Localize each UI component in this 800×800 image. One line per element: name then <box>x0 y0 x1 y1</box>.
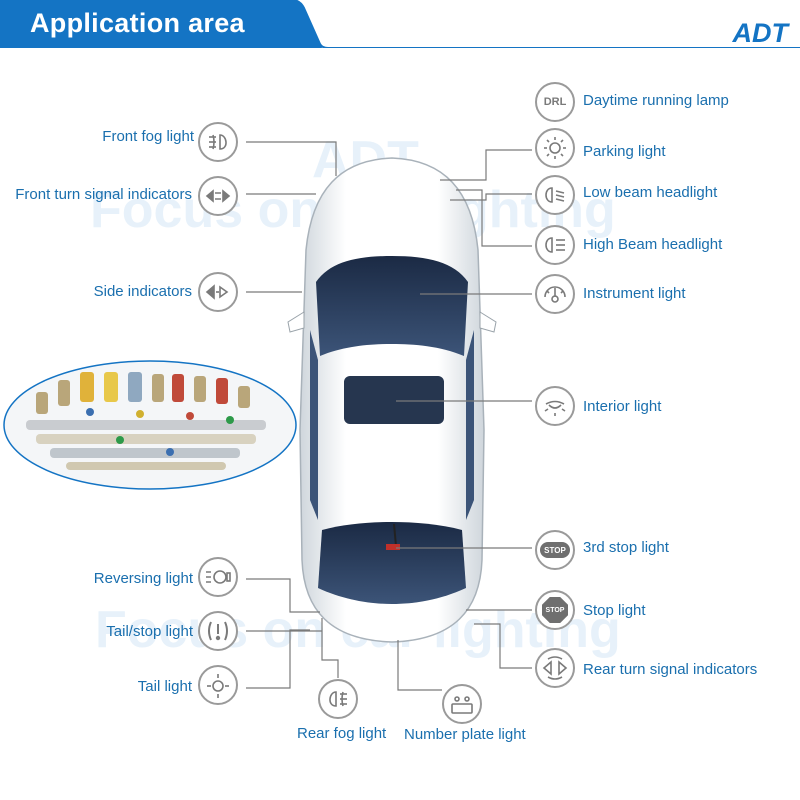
label-instrument-light: Instrument light <box>583 285 686 302</box>
drl-icon-text: DRL <box>543 96 567 108</box>
rear-fog-light-icon <box>318 679 358 719</box>
rear-turn-signal-icon <box>535 648 575 688</box>
label-rear-turn-signal: Rear turn signal indicators <box>583 661 758 678</box>
stop-octagon-text: STOP <box>545 606 565 614</box>
label-stop-light: Stop light <box>583 602 646 619</box>
third-stop-badge: STOP <box>540 542 570 558</box>
label-drl: Daytime running lamp <box>583 92 729 109</box>
front-fog-light-icon <box>198 122 238 162</box>
label-front-fog-light: Front fog light <box>102 128 194 145</box>
header-banner <box>0 0 800 48</box>
tail-light-icon <box>198 665 238 705</box>
tail-stop-light-icon <box>198 611 238 651</box>
bulbs-collection-image <box>3 360 297 490</box>
reversing-light-icon <box>198 557 238 597</box>
drl-icon: DRL <box>535 82 575 122</box>
interior-light-icon <box>535 386 575 426</box>
label-low-beam: Low beam headlight <box>583 184 718 201</box>
label-tail-light: Tail light <box>137 678 192 695</box>
label-rear-fog-light: Rear fog light <box>297 725 387 742</box>
side-indicator-icon <box>198 272 238 312</box>
high-beam-icon <box>535 225 575 265</box>
parking-light-icon <box>535 128 575 168</box>
label-side-indicators: Side indicators <box>93 283 192 300</box>
stop-light-icon: STOP <box>535 590 575 630</box>
label-high-beam: High Beam headlight <box>583 236 723 253</box>
low-beam-icon <box>535 175 575 215</box>
third-stop-badge-text: STOP <box>544 546 566 555</box>
label-parking-light: Parking light <box>583 143 666 160</box>
third-stop-light-icon: STOP <box>535 530 575 570</box>
label-front-turn-signal: Front turn signal indicators <box>15 186 192 203</box>
page-title: Application area <box>30 8 245 38</box>
brand-logo: ADT <box>732 18 789 48</box>
label-interior-light: Interior light <box>583 398 662 415</box>
label-third-stop-light: 3rd stop light <box>583 539 669 556</box>
car-top-view <box>287 157 497 643</box>
connector-lines <box>246 141 532 691</box>
label-tail-stop-light: Tail/stop light <box>106 623 193 640</box>
instrument-light-icon <box>535 274 575 314</box>
stop-octagon: STOP <box>542 597 568 623</box>
label-reversing-light: Reversing light <box>93 570 193 587</box>
number-plate-light-icon <box>442 684 482 724</box>
label-number-plate-light: Number plate light <box>404 726 526 743</box>
front-turn-signal-icon <box>198 176 238 216</box>
